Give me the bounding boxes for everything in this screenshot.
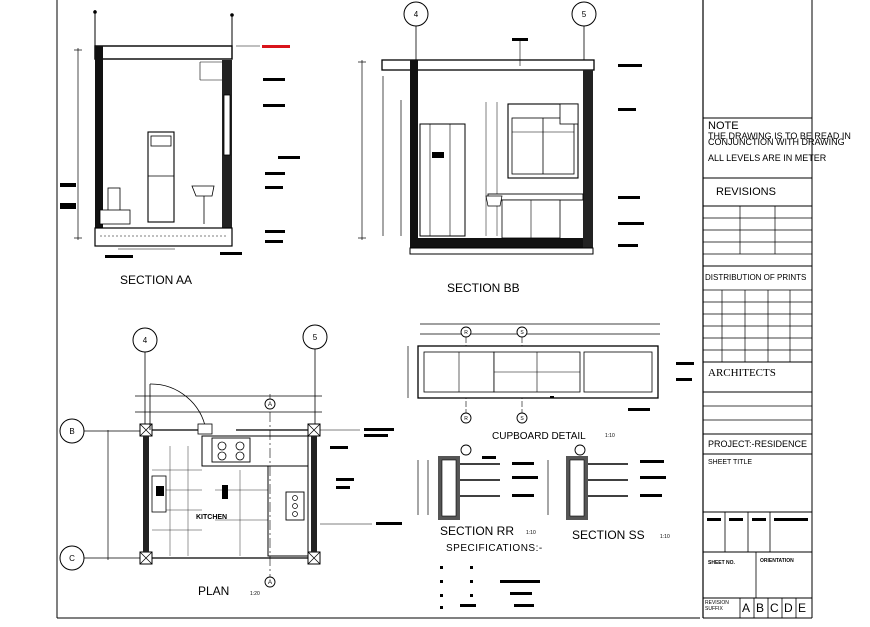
- section-aa-title: SECTION AA: [120, 273, 193, 287]
- revisions-heading: REVISIONS: [716, 186, 776, 198]
- revision-suffix-b: B: [756, 601, 765, 615]
- grid-marker-5-plan: 5: [313, 333, 318, 342]
- revision-suffix-d: D: [784, 601, 793, 615]
- revision-suffix-label-line-1: REVISION: [705, 600, 729, 606]
- section-marker-a-top: A: [268, 402, 272, 408]
- section-marker-a-bottom: A: [268, 580, 272, 586]
- plan-scale: 1:20: [250, 591, 260, 597]
- section-aa-red-marker: [262, 45, 290, 48]
- grid-marker-4-bb: 4: [414, 10, 419, 19]
- note-line-3: ALL LEVELS ARE IN METER: [708, 153, 827, 163]
- revision-suffix-a: A: [742, 601, 751, 615]
- section-rr-scale: 1:10: [526, 530, 536, 536]
- revision-suffix-e: E: [798, 601, 807, 615]
- note-line-2: CONJUNCTION WITH DRAWING: [708, 137, 845, 147]
- orientation-label: ORIENTATION: [760, 558, 794, 564]
- plan-room-label: KITCHEN: [196, 514, 228, 521]
- cupboard-marker-s-bottom: S: [520, 416, 524, 422]
- plan-title: PLAN: [198, 584, 230, 598]
- note-title: NOTE: [708, 120, 739, 132]
- section-ss-title: SECTION SS: [572, 528, 645, 542]
- section-ss-drawing: [547, 444, 666, 520]
- sheet-no-label: SHEET NO.: [708, 560, 735, 566]
- sheet-title-label: SHEET TITLE: [708, 459, 753, 466]
- cupboard-marker-r-bottom: R: [464, 416, 468, 422]
- cupboard-detail-drawing: [407, 323, 694, 424]
- grid-marker-b-plan: B: [69, 427, 74, 436]
- grid-marker-4-plan: 4: [143, 336, 148, 345]
- grid-marker-c-plan: C: [69, 554, 75, 563]
- revision-suffix-label-line-2: SUFFIX: [705, 606, 723, 612]
- distribution-heading: DISTRIBUTION OF PRINTS: [705, 273, 807, 282]
- specifications-title: SPECIFICATIONS:-: [446, 543, 543, 554]
- cupboard-detail-scale: 1:10: [605, 433, 615, 439]
- architects-heading: ARCHITECTS: [708, 367, 776, 379]
- section-rr-title: SECTION RR: [440, 524, 515, 538]
- cupboard-detail-title: CUPBOARD DETAIL: [492, 431, 586, 442]
- plan-drawing: [59, 324, 402, 588]
- grid-marker-5-bb: 5: [582, 10, 587, 19]
- section-aa-drawing: [60, 10, 300, 258]
- revision-suffix-c: C: [770, 601, 779, 615]
- revision-suffix-label: REVISION SUFFIX: [705, 600, 729, 612]
- section-ss-scale: 1:10: [660, 534, 670, 540]
- project-label: PROJECT:-RESIDENCE: [708, 439, 808, 449]
- section-bb-title: SECTION BB: [447, 281, 520, 295]
- section-rr-drawing: [417, 444, 538, 520]
- note-line-1: THE DRAWING IS TO BE READ IN: [708, 131, 851, 141]
- specifications-legend: [440, 566, 540, 609]
- section-bb-drawing: [358, 1, 644, 255]
- cupboard-marker-s-top: S: [520, 330, 524, 336]
- title-block-grid: [703, 117, 812, 619]
- cupboard-marker-r-top: R: [464, 330, 468, 336]
